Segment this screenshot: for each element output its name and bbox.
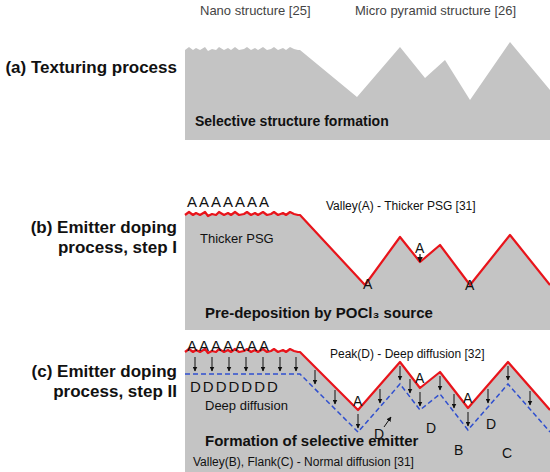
text-label: A bbox=[415, 240, 424, 256]
text-label: Valley(A) - Thicker PSG [31] bbox=[326, 200, 476, 214]
text-label: DDDDDDD bbox=[190, 378, 280, 395]
text-label: Thicker PSG bbox=[200, 232, 274, 247]
text-label: AAAAAAA bbox=[187, 337, 271, 354]
text-label: (c) Emitter doping process, step II bbox=[5, 362, 177, 401]
text-label: A bbox=[353, 393, 362, 409]
text-label: Pre-deposition by POCl₃ source bbox=[205, 304, 433, 321]
wafer-step2 bbox=[185, 349, 550, 472]
text-label: Deep diffusion bbox=[205, 399, 288, 414]
text-label: B bbox=[454, 442, 463, 458]
junction-line bbox=[185, 374, 550, 432]
text-label: A bbox=[363, 276, 372, 292]
text-label: Selective structure formation bbox=[195, 113, 389, 129]
text-label: A bbox=[463, 390, 472, 406]
textured-wafer bbox=[185, 42, 550, 140]
text-label: Micro pyramid structure [26] bbox=[355, 4, 516, 19]
text-label: Nano structure [25] bbox=[200, 4, 311, 19]
text-label: A bbox=[465, 277, 474, 293]
wafer-step1 bbox=[185, 212, 550, 330]
text-label: Formation of selective emitter bbox=[205, 432, 418, 449]
text-label: (b) Emitter doping process, step I bbox=[5, 218, 177, 257]
text-label: Peak(D) - Deep diffusion [32] bbox=[330, 348, 485, 362]
text-label: Valley(B), Flank(C) - Normal diffusion [… bbox=[193, 456, 414, 470]
text-label: (a) Texturing process bbox=[5, 58, 177, 78]
text-label: A bbox=[415, 370, 424, 386]
text-label: C bbox=[502, 445, 512, 461]
text-label: D bbox=[426, 420, 436, 436]
text-label: D bbox=[486, 416, 496, 432]
psg-layer bbox=[185, 212, 550, 285]
text-label: AAAAAAA bbox=[187, 193, 271, 210]
